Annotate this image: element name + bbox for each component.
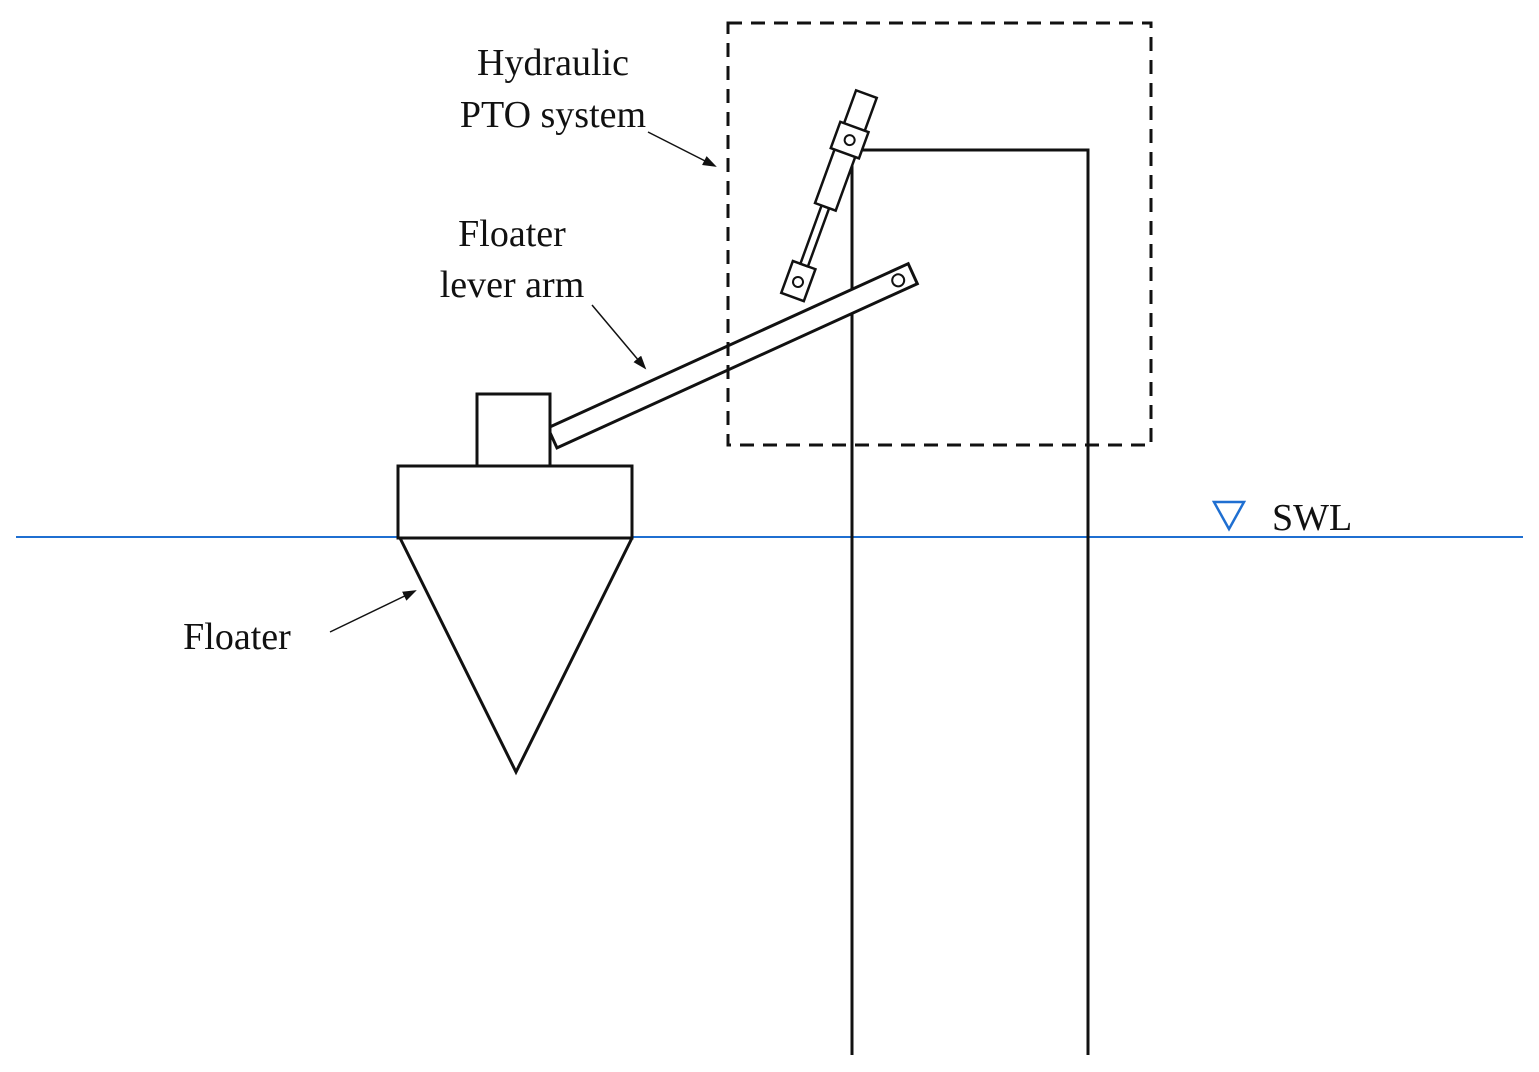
arm-pointer-arrow bbox=[591, 304, 647, 370]
arm-label-line1: Floater bbox=[458, 213, 566, 255]
arm-pivot-pin bbox=[891, 273, 906, 288]
floater-label: Floater bbox=[183, 616, 291, 658]
support-structure bbox=[850, 148, 1090, 1055]
hydraulic-cylinder bbox=[779, 88, 879, 303]
pto-label-line1: Hydraulic bbox=[477, 42, 629, 84]
swl-triangle-icon bbox=[1211, 500, 1247, 532]
floater-body bbox=[396, 392, 634, 776]
swl-label: SWL bbox=[1272, 497, 1352, 539]
arm-label-line2: lever arm bbox=[440, 264, 585, 306]
pto-boundary-box bbox=[726, 21, 1153, 447]
floater-lever-arm bbox=[545, 261, 920, 450]
pto-pointer-arrow bbox=[647, 131, 717, 167]
pto-label-line2: PTO system bbox=[460, 94, 646, 136]
floater-pointer-arrow bbox=[329, 590, 417, 633]
